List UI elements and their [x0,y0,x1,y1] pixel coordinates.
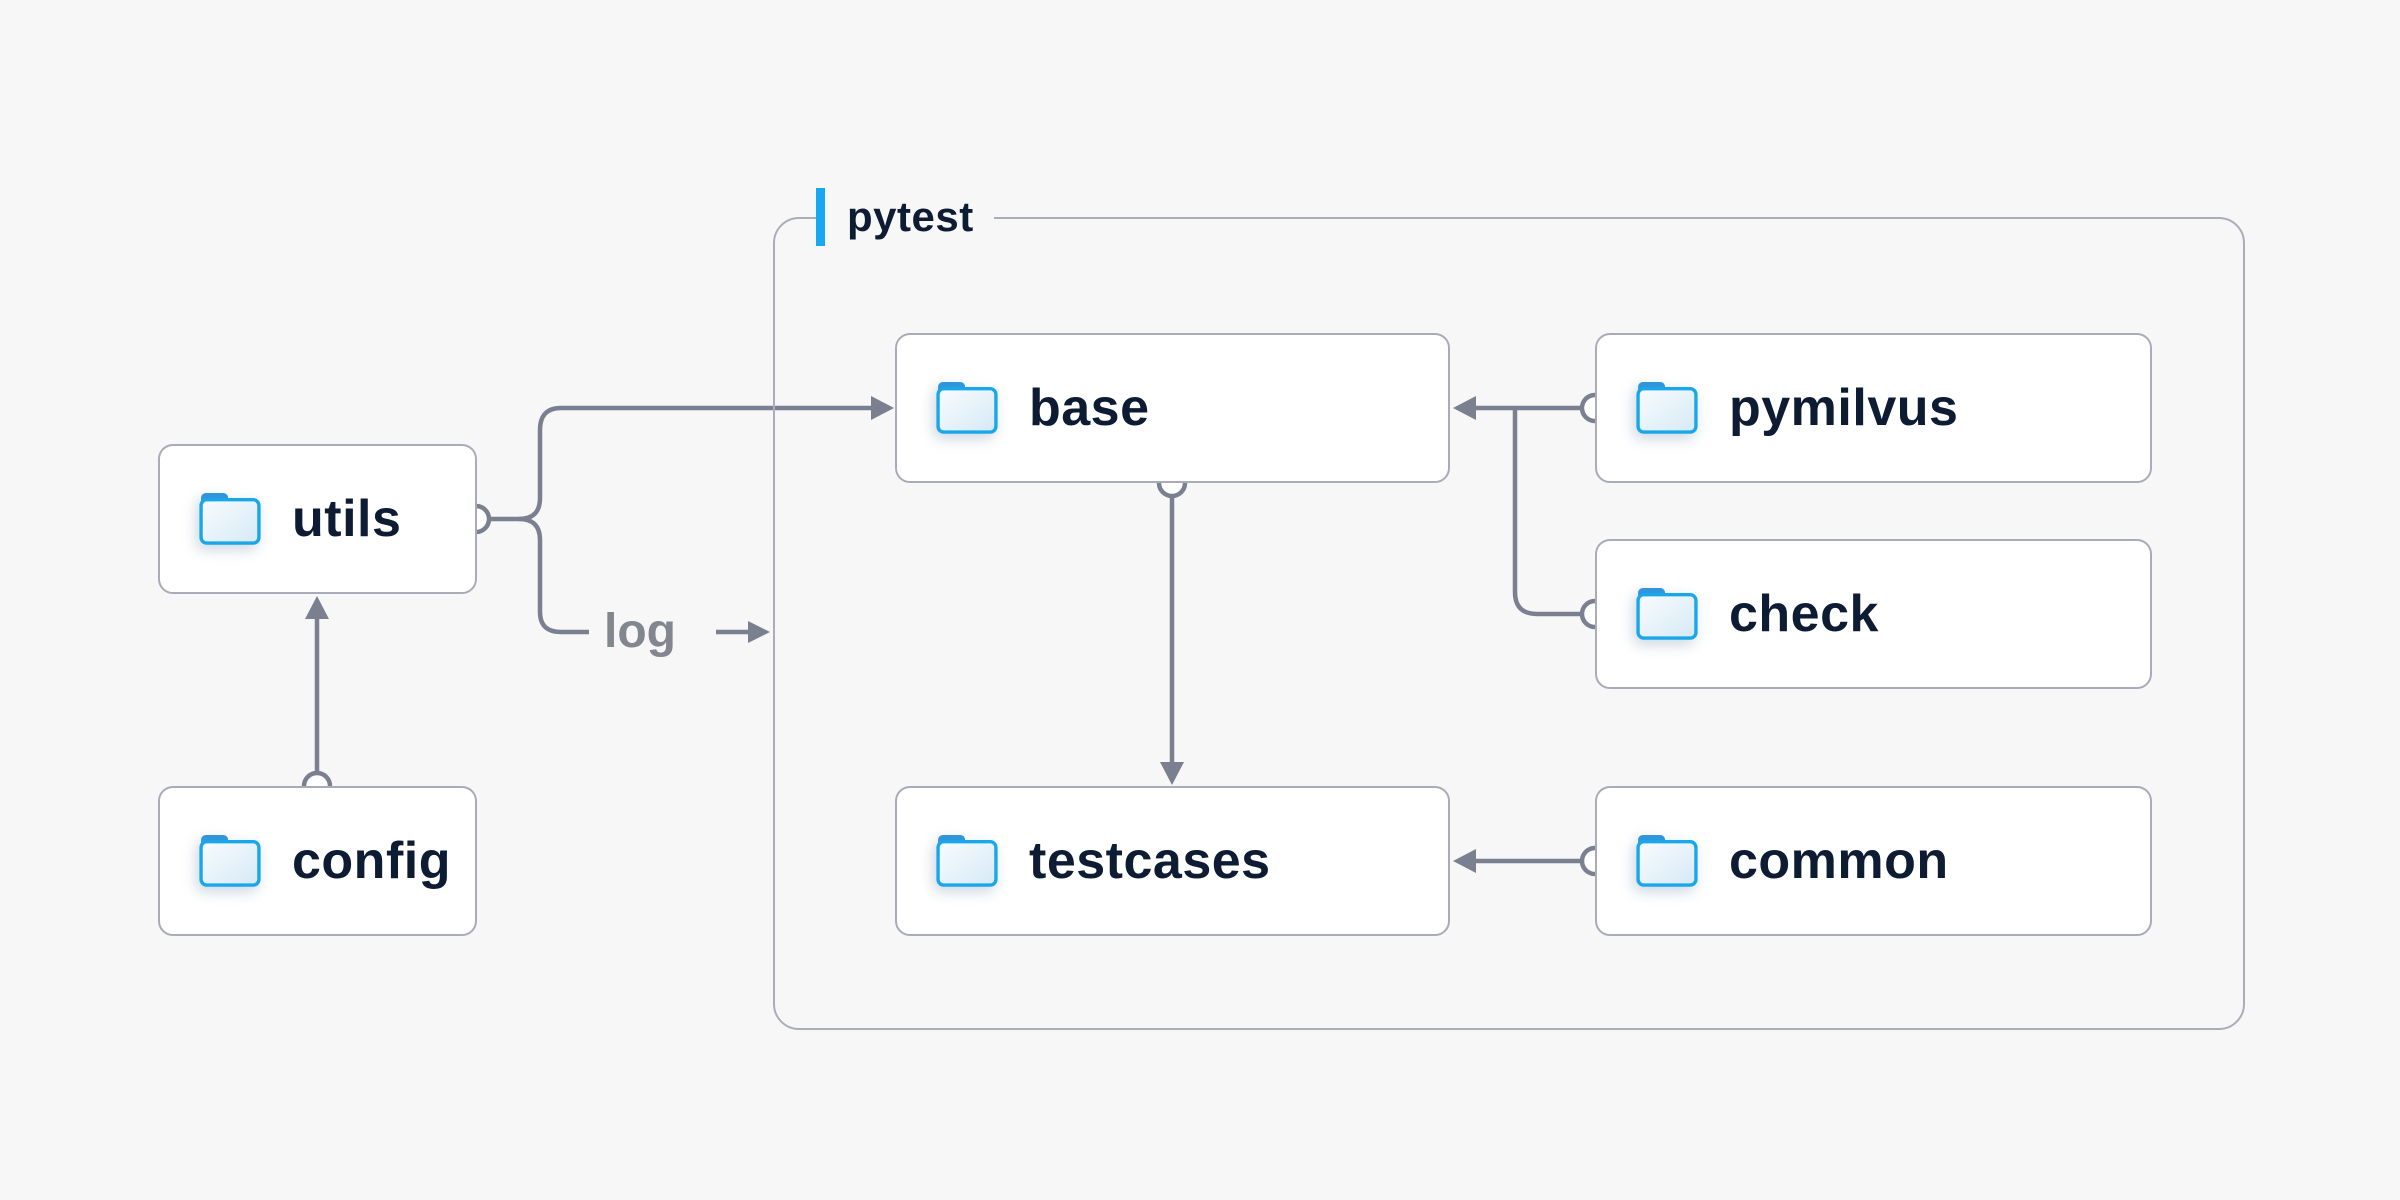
node-base: base [895,333,1450,483]
node-testcases: testcases [895,786,1450,936]
edge-utils-log [518,516,589,635]
accent-bar-icon [816,188,825,246]
arrowhead-up-icon [305,596,329,619]
pytest-container [773,217,2245,1030]
arrowhead-right-icon [871,396,894,420]
node-check: check [1595,539,2152,689]
node-utils: utils [158,444,477,594]
container-title: pytest [847,193,974,240]
edge-check-base [1512,410,1581,617]
pytest-container-label: pytest [816,188,994,246]
node-label: common [1729,832,1949,890]
node-label: check [1729,585,1879,643]
folder-icon [198,834,262,888]
folder-icon [935,834,999,888]
node-label: config [292,832,451,890]
edge-label-log: log [604,605,676,658]
node-label: base [1029,379,1150,437]
node-label: utils [292,490,402,548]
node-common: common [1595,786,2152,936]
folder-icon [1635,381,1699,435]
arrowhead-down-icon [1160,762,1184,785]
arrowhead-left-icon [1453,396,1476,420]
arrowhead-left-icon [1453,849,1476,873]
folder-icon [1635,587,1699,641]
folder-icon [198,492,262,546]
folder-icon [1635,834,1699,888]
node-config: config [158,786,477,936]
node-pymilvus: pymilvus [1595,333,2152,483]
folder-icon [935,381,999,435]
edge-utils-base [518,405,872,522]
node-label: testcases [1029,832,1271,890]
arrowhead-right-icon [748,621,770,643]
node-label: pymilvus [1729,379,1959,437]
